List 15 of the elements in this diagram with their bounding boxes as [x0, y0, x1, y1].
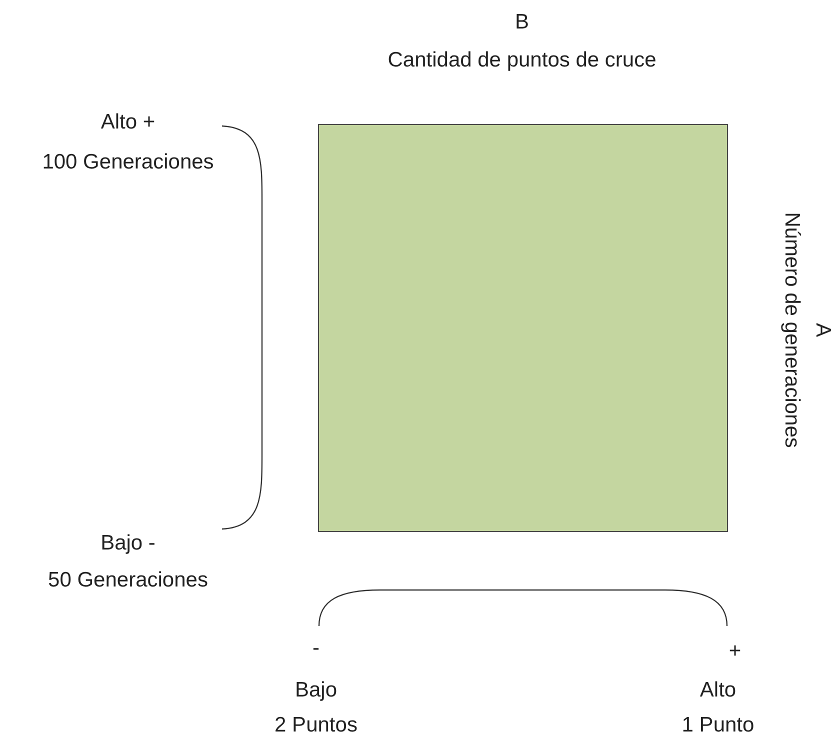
- axis-label: Bajo -: [100, 530, 156, 556]
- axis-label: A: [810, 323, 836, 337]
- square-box: [318, 124, 728, 532]
- axis-label: B: [515, 9, 529, 35]
- axis-label: 1 Punto: [682, 712, 754, 738]
- axis-label: 2 Puntos: [274, 712, 358, 738]
- axis-label: 50 Generaciones: [48, 567, 208, 593]
- axis-label: Alto +: [100, 109, 156, 135]
- axis-label: 100 Generaciones: [42, 149, 214, 175]
- axis-label: +: [728, 638, 742, 664]
- axis-label: Alto: [700, 677, 736, 703]
- axis-label: Cantidad de puntos de cruce: [388, 47, 656, 73]
- axis-label: -: [312, 635, 320, 661]
- axis-label: Bajo: [294, 677, 338, 703]
- axis-label: Número de generaciones: [780, 212, 805, 448]
